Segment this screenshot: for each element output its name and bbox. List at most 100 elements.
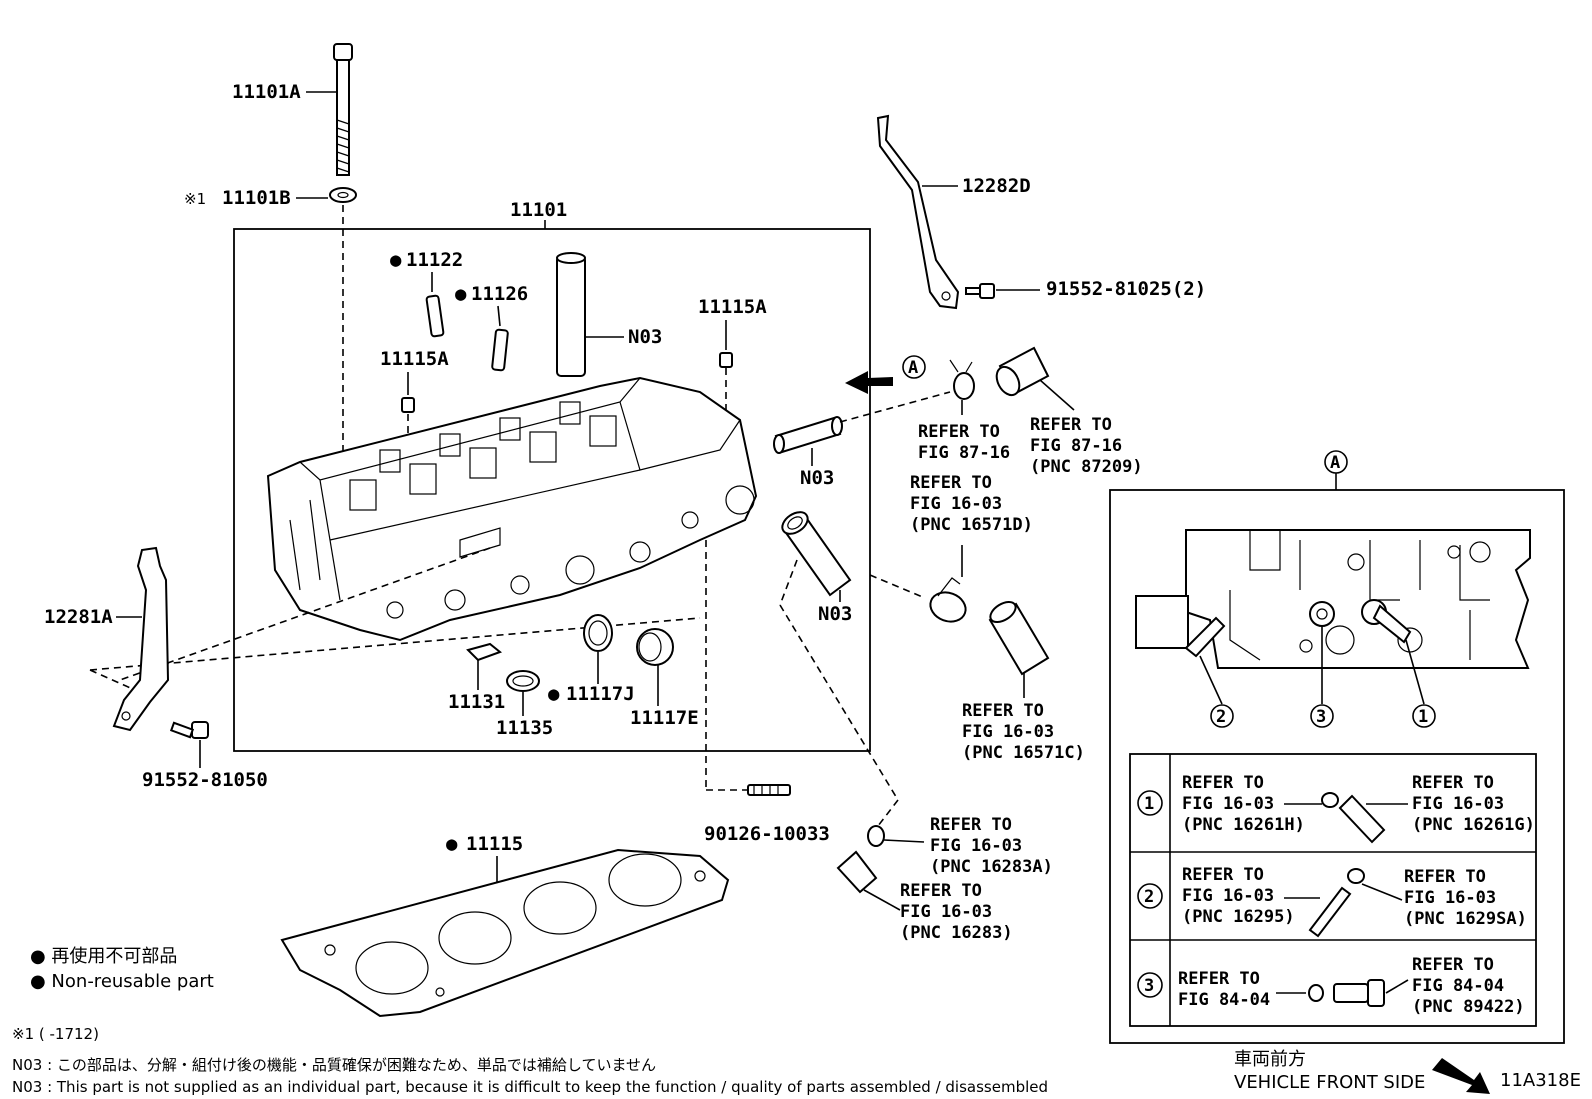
reference-table (1129, 753, 1537, 1027)
table-row-3-sensor[interactable] (1308, 979, 1385, 1007)
table-row-3-ref-right[interactable]: REFER TO FIG 84-04 (PNC 89422) (1412, 955, 1525, 1017)
legend-en: ● Non-reusable part (30, 971, 214, 992)
svg-text:FIG 16-03: FIG 16-03 (1404, 888, 1496, 908)
note-n03-jp: N03 : この部品は、分解・組付け後の機能・品質確保が困難なため、単品では補給… (12, 1056, 656, 1074)
svg-text:2: 2 (1144, 887, 1154, 907)
detail-sensor-3[interactable] (1309, 601, 1335, 627)
table-row-1-hose[interactable] (1338, 794, 1386, 844)
label-11126[interactable]: 11126 (471, 283, 528, 305)
hose-top[interactable] (992, 346, 1050, 399)
bolt-91552-81050[interactable] (169, 721, 209, 739)
bolt-91552-81025[interactable] (965, 283, 995, 299)
pin-11122[interactable] (425, 294, 445, 338)
bolt-11101A[interactable] (333, 43, 353, 176)
detail-hose-1[interactable] (1361, 599, 1412, 644)
label-11135[interactable]: 11135 (496, 717, 553, 739)
cylinder-head-group-box (233, 228, 871, 752)
label-11115[interactable]: 11115 (466, 833, 523, 855)
callout-2-detail[interactable] (1210, 704, 1234, 728)
table-row-1-clamp[interactable] (1321, 792, 1339, 808)
svg-text:A: A (1330, 453, 1340, 473)
cylinder-head[interactable] (266, 376, 758, 642)
detail-a-engine-view (1135, 529, 1531, 669)
dowel-11115A-right[interactable] (719, 352, 733, 368)
table-row-1-ref-left[interactable]: REFER TO FIG 16-03 (PNC 16261H) (1182, 773, 1305, 835)
ref-16283A[interactable]: REFER TO FIG 16-03 (PNC 16283A) (930, 815, 1053, 877)
table-row-2-marker (1137, 883, 1163, 909)
ref-16571C[interactable]: REFER TO FIG 16-03 (PNC 16571C) (962, 701, 1085, 763)
svg-text:(PNC 16295): (PNC 16295) (1182, 907, 1295, 927)
pin-11126[interactable] (491, 328, 509, 372)
label-11115A-left[interactable]: 11115A (380, 348, 449, 370)
svg-text:(PNC 16261G): (PNC 16261G) (1412, 815, 1535, 835)
svg-text:REFER TO: REFER TO (1412, 955, 1494, 975)
hose-mid[interactable] (987, 598, 1050, 676)
ring-11135[interactable] (506, 670, 540, 692)
bullet-11126: ● (455, 283, 467, 305)
tube-n03-top[interactable] (556, 252, 586, 377)
marker-a-top[interactable] (902, 355, 926, 379)
svg-text:(PNC 16571D): (PNC 16571D) (910, 515, 1033, 535)
dowel-11115A-left[interactable] (401, 397, 415, 413)
svg-text:REFER TO: REFER TO (1178, 969, 1260, 989)
ref-87-16b[interactable]: REFER TO FIG 87-16 (PNC 87209) (1030, 415, 1143, 477)
svg-text:A: A (908, 358, 918, 378)
washer-11101B[interactable] (329, 187, 357, 203)
clamp-16283A[interactable] (867, 825, 885, 847)
ref-87-16a[interactable]: REFER TO FIG 87-16 (918, 422, 1010, 463)
label-11101A[interactable]: 11101A (232, 81, 301, 103)
stud-90126-10033[interactable] (747, 784, 791, 796)
plug-11117E[interactable] (636, 628, 674, 666)
ref-16283[interactable]: REFER TO FIG 16-03 (PNC 16283) (900, 881, 1013, 943)
arrow-to-a (845, 371, 893, 394)
front-arrow-icon (1432, 1058, 1490, 1094)
label-11101B[interactable]: 11101B (222, 187, 291, 209)
callout-1-detail[interactable] (1412, 704, 1436, 728)
table-row-2-ref-left[interactable]: REFER TO FIG 16-03 (PNC 16295) (1182, 865, 1295, 927)
table-row-2-hose[interactable] (1308, 886, 1352, 938)
svg-text:REFER TO: REFER TO (900, 881, 982, 901)
pipe-n03-low[interactable] (778, 508, 852, 597)
label-91552-81025[interactable]: 91552-81025(2) (1046, 278, 1206, 300)
bracket-12282D[interactable] (876, 114, 960, 310)
callout-3-detail[interactable] (1310, 704, 1334, 728)
svg-text:FIG 16-03: FIG 16-03 (962, 722, 1054, 742)
table-row-2-ref-right[interactable]: REFER TO FIG 16-03 (PNC 1629SA) (1404, 867, 1527, 929)
label-n03-low[interactable]: N03 (818, 603, 852, 625)
svg-text:2: 2 (1216, 707, 1226, 727)
detail-hose-2[interactable] (1184, 616, 1226, 658)
svg-text:FIG 87-16: FIG 87-16 (918, 443, 1010, 463)
label-11115A-right[interactable]: 11115A (698, 296, 767, 318)
gasket-11115[interactable] (280, 848, 730, 1018)
label-n03-top[interactable]: N03 (628, 326, 662, 348)
clamp-top[interactable] (949, 359, 975, 400)
table-row-3-ref-left[interactable]: REFER TO FIG 84-04 (1178, 969, 1270, 1010)
clamp-mid[interactable] (926, 577, 969, 626)
svg-text:FIG 16-03: FIG 16-03 (930, 836, 1022, 856)
label-91552-81050[interactable]: 91552-81050 (142, 769, 268, 791)
svg-text:FIG 16-03: FIG 16-03 (1412, 794, 1504, 814)
label-90126-10033[interactable]: 90126-10033 (704, 823, 830, 845)
svg-text:REFER TO: REFER TO (910, 473, 992, 493)
label-11122[interactable]: 11122 (406, 249, 463, 271)
label-11117E[interactable]: 11117E (630, 707, 699, 729)
ref-16571D[interactable]: REFER TO FIG 16-03 (PNC 16571D) (910, 473, 1033, 535)
label-11131[interactable]: 11131 (448, 691, 505, 713)
table-row-2-clamp[interactable] (1347, 868, 1365, 884)
label-12282D[interactable]: 12282D (962, 175, 1031, 197)
svg-text:(PNC 87209): (PNC 87209) (1030, 457, 1143, 477)
label-n03-mid[interactable]: N03 (800, 467, 834, 489)
label-11117J[interactable]: 11117J (566, 683, 635, 705)
svg-text:FIG 16-03: FIG 16-03 (1182, 886, 1274, 906)
label-11101[interactable]: 11101 (510, 199, 567, 221)
table-row-1-ref-right[interactable]: REFER TO FIG 16-03 (PNC 16261G) (1412, 773, 1535, 835)
gasket-11117J[interactable] (583, 614, 613, 652)
seal-11131[interactable] (466, 642, 503, 662)
hose-16283[interactable] (836, 850, 878, 894)
label-12281A[interactable]: 12281A (44, 606, 113, 628)
svg-text:REFER TO: REFER TO (930, 815, 1012, 835)
svg-text:1: 1 (1418, 707, 1428, 727)
pipe-n03-mid[interactable] (773, 416, 843, 454)
bracket-12281A[interactable] (112, 546, 170, 732)
